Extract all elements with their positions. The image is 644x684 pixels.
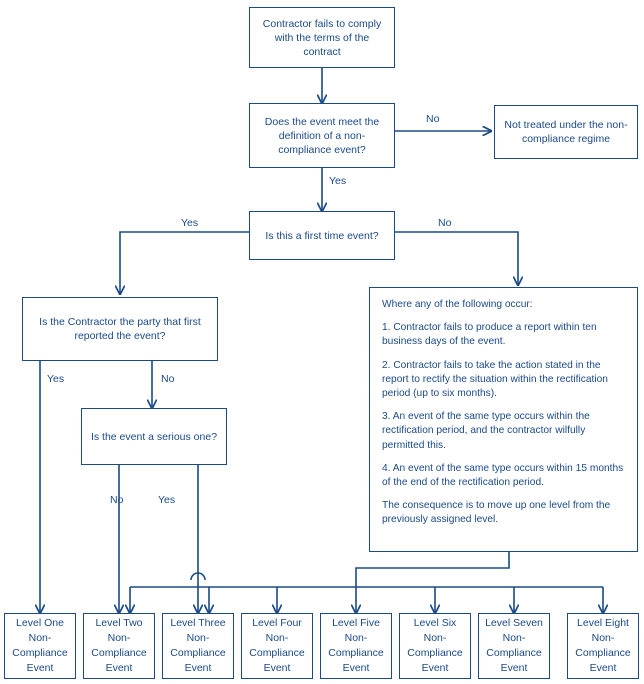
level-box-line: Non- <box>591 632 615 644</box>
level-box-line: Compliance <box>249 647 305 659</box>
level-box-line: Non- <box>28 632 52 644</box>
node-conditions-box[interactable]: Where any of the following occur: 1. Con… <box>369 287 638 552</box>
edge-label-first-time-no: No <box>438 217 452 229</box>
conditions-item-1: 1. Contractor fails to produce a report … <box>382 322 597 348</box>
node-serious-check-label: Is the event a serious one? <box>90 430 218 443</box>
level-box-line: Level Two <box>95 617 143 629</box>
edge-label-reporter-no: No <box>161 373 175 385</box>
conditions-item-2: 2. Contractor fails to take the action s… <box>382 359 608 400</box>
level-box-line: Event <box>589 662 617 674</box>
edge-label-reporter-yes: Yes <box>47 373 65 385</box>
level-box-line: Non- <box>423 632 447 644</box>
node-not-treated[interactable]: Not treated under the non-compliance reg… <box>494 105 638 159</box>
node-reporter-check[interactable]: Is the Contractor the party that first r… <box>22 297 218 361</box>
edge-conditions-to-bus <box>355 552 510 587</box>
level-box-line: Non- <box>265 632 289 644</box>
node-definition-check[interactable]: Does the event meet the definition of a … <box>249 103 395 168</box>
level-box-line: Level Seven <box>485 617 543 629</box>
level-box-line: Level Six <box>413 617 457 629</box>
level-box-line: Event <box>500 662 528 674</box>
level-box-line: Event <box>342 662 370 674</box>
conditions-consequence: The consequence is to move up one level … <box>382 500 611 526</box>
level-box-line: Non- <box>344 632 368 644</box>
edge-label-serious-no: No <box>110 494 124 506</box>
level-box-line: Level Three <box>170 617 226 629</box>
level-box-line: Level Eight <box>577 617 629 629</box>
level-box-line: Non- <box>107 632 131 644</box>
conditions-item-3: 3. An event of the same type occurs with… <box>382 411 590 451</box>
level-box-line: Compliance <box>170 647 226 659</box>
level-box-line: Level Five <box>332 617 380 629</box>
level-box-line: Level One <box>16 617 64 629</box>
level-box-line: Non- <box>186 632 210 644</box>
edge-label-definition-yes: Yes <box>329 175 347 187</box>
edge-first-time-yes <box>120 231 250 294</box>
level-box-line: Level Four <box>252 617 302 629</box>
node-start-label: Contractor fails to comply with the term… <box>262 17 382 58</box>
edge-first-time-no <box>393 231 518 285</box>
conditions-item-4: 4. An event of the same type occurs with… <box>382 462 624 489</box>
node-start[interactable]: Contractor fails to comply with the term… <box>249 7 395 68</box>
edge-serious-yes <box>191 465 205 613</box>
edge-label-definition-no: No <box>426 113 440 125</box>
node-first-time-check[interactable]: Is this a first time event? <box>249 211 395 260</box>
node-definition-check-label: Does the event meet the definition of a … <box>264 115 380 156</box>
level-box-line: Compliance <box>328 647 384 659</box>
level-box-line: Compliance <box>575 647 631 659</box>
level-box-line: Event <box>263 662 291 674</box>
level-box-line: Event <box>26 662 54 674</box>
conditions-intro: Where any of the following occur: <box>382 299 533 310</box>
level-box-line: Compliance <box>407 647 463 659</box>
level-box-line: Event <box>184 662 212 674</box>
level-box-line: Non- <box>502 632 526 644</box>
level-box-line: Event <box>105 662 133 674</box>
node-serious-check[interactable]: Is the event a serious one? <box>81 408 227 465</box>
level-box-line: Compliance <box>91 647 147 659</box>
level-box-line: Compliance <box>486 647 542 659</box>
node-first-time-check-label: Is this a first time event? <box>265 229 379 242</box>
level-box-line: Compliance <box>12 647 68 659</box>
edge-label-serious-yes: Yes <box>158 494 176 506</box>
edge-label-first-time-yes: Yes <box>181 217 199 229</box>
level-box-line: Event <box>421 662 449 674</box>
node-not-treated-label: Not treated under the non-compliance reg… <box>504 119 628 145</box>
node-reporter-check-label: Is the Contractor the party that first r… <box>39 316 201 342</box>
